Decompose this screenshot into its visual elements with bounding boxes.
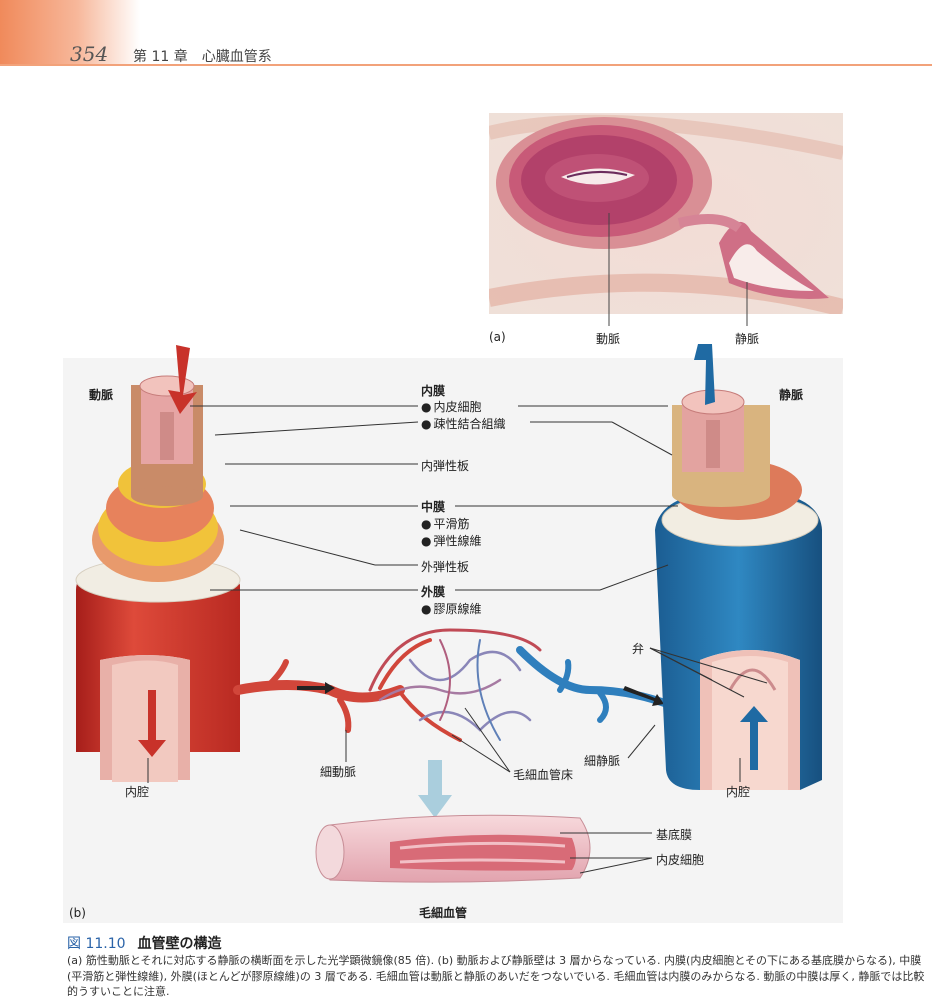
- page-number: 354: [70, 42, 109, 66]
- micrograph-vein-label: 静脈: [735, 332, 760, 346]
- venule-label: 細静脈: [584, 754, 621, 768]
- vein-flow-arrow-up: [694, 344, 715, 405]
- artery-lumen-label: 内腔: [125, 785, 150, 799]
- vein-title: 静脈: [779, 388, 804, 402]
- internal-elastic-label: 内弾性板: [421, 459, 470, 473]
- chapter-heading: 第 11 章心臓血管系: [133, 46, 272, 66]
- artery-lumen-arrow: [138, 690, 166, 757]
- venule-flow-arrow: [623, 686, 664, 706]
- artery-flow-arrow-down: [168, 345, 197, 414]
- header-rule: [0, 64, 932, 66]
- arteriole-flow-arrow: [297, 682, 335, 694]
- chapter-number: 第 11 章: [133, 49, 188, 65]
- collagen-fibers-label: 膠原線維: [421, 600, 481, 617]
- figure-caption-body: (a) 筋性動脈とそれに対応する静脈の横断面を示した光学顕微鏡像(85 倍). …: [67, 954, 925, 998]
- micrograph-artery-label: 動脈: [596, 332, 621, 346]
- figure-title: 血管壁の構造: [137, 936, 222, 952]
- artery-drawing: [75, 375, 241, 782]
- smooth-muscle-label: 平滑筋: [421, 515, 469, 532]
- vein-drawing: [655, 389, 822, 790]
- capillary-network: [233, 628, 674, 742]
- capillary-bed-label: 毛細血管床: [513, 768, 574, 782]
- loose-connective-label: 疎性結合組織: [421, 415, 505, 432]
- figure-number: 図 11.10: [67, 936, 126, 952]
- basement-membrane-label: 基底膜: [656, 828, 693, 842]
- vein-lumen-label: 内腔: [726, 785, 751, 799]
- artery-title: 動脈: [89, 388, 114, 402]
- capillary-zoom-arrow: [418, 760, 452, 818]
- arteriole-label: 細動脈: [320, 765, 357, 779]
- panel-b-label: (b): [69, 906, 86, 920]
- endothelial-cell-label: 内皮細胞: [656, 853, 705, 867]
- capillary-title: 毛細血管: [419, 906, 468, 920]
- vein-lumen-arrow: [740, 706, 768, 770]
- figure-caption-heading: 図 11.10 血管壁の構造: [67, 933, 222, 953]
- tunica-externa-label: 外膜: [421, 585, 446, 599]
- label-leaders: [147, 405, 768, 874]
- elastic-fibers-label: 弾性線維: [421, 532, 481, 549]
- tunica-media-label: 中膜: [421, 500, 446, 514]
- external-elastic-label: 外弾性板: [421, 560, 470, 574]
- endothelium-label: 内皮細胞: [421, 398, 481, 415]
- tunica-intima-label: 内膜: [421, 384, 446, 398]
- panel-a-label: (a): [489, 330, 506, 344]
- chapter-title: 心臓血管系: [201, 49, 272, 65]
- capillary-drawing: [315, 814, 591, 883]
- valve-label: 弁: [632, 642, 645, 656]
- header-accent: [0, 0, 140, 64]
- micrograph-image: [489, 113, 843, 314]
